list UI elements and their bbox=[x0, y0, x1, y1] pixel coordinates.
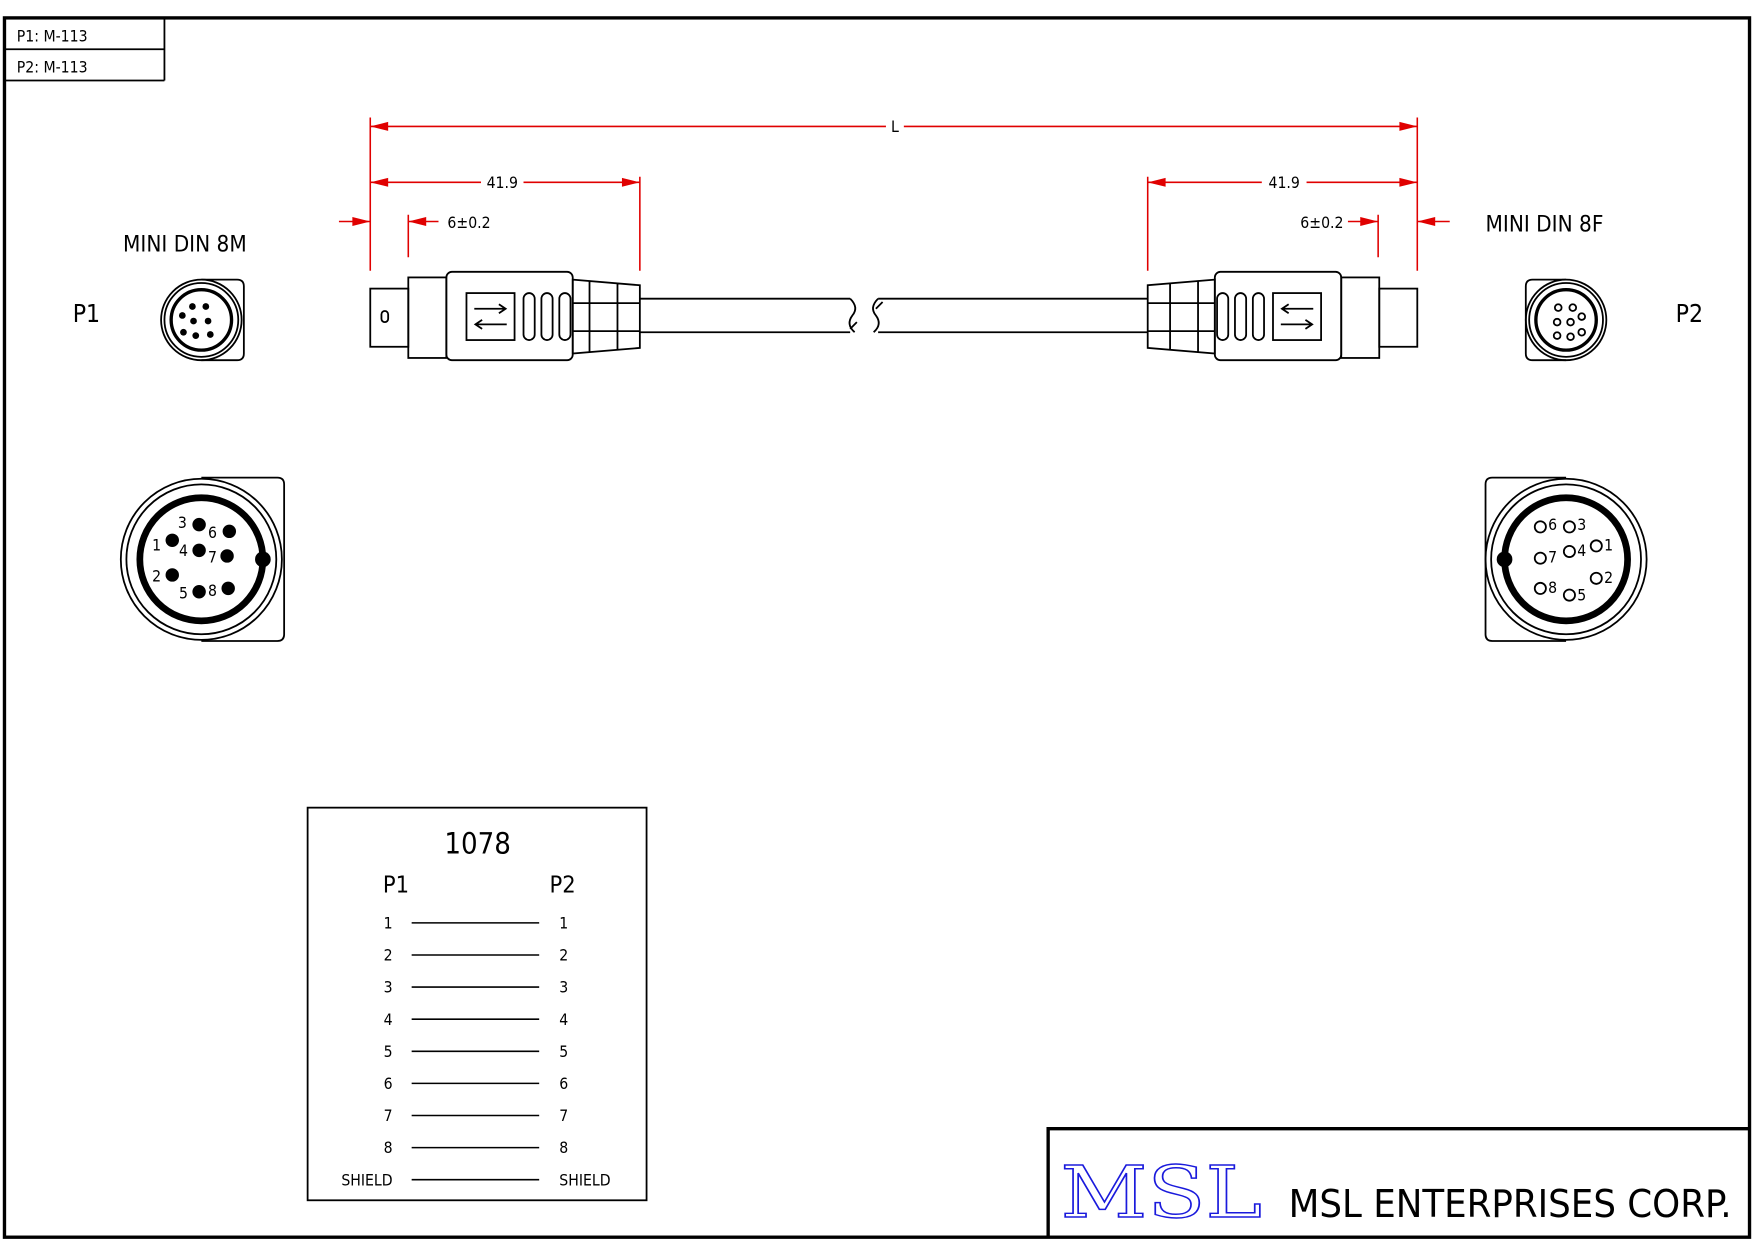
wiring-title: 1078 bbox=[444, 827, 511, 861]
p2-pin-label: 7 bbox=[1548, 548, 1557, 567]
p1-pin-label: 4 bbox=[179, 541, 188, 560]
wiring-p2-pin: 2 bbox=[559, 946, 568, 965]
p2-pin-label: 2 bbox=[1604, 568, 1613, 587]
p2-pin-label: 3 bbox=[1577, 515, 1586, 534]
wiring-p1-pin: SHIELD bbox=[341, 1170, 392, 1189]
wiring-p1-pin: 3 bbox=[384, 978, 393, 997]
p1-plug bbox=[369, 270, 641, 362]
p1-pin-label: 7 bbox=[208, 548, 217, 567]
wiring-p1-pin: 8 bbox=[384, 1138, 393, 1157]
p2-pin-label: 1 bbox=[1604, 535, 1613, 554]
p1-pin-label: 5 bbox=[179, 583, 188, 602]
wiring-row: SHIELD SHIELD bbox=[341, 1170, 610, 1189]
p2-label: P2 bbox=[1676, 299, 1703, 328]
part-p1: P1: M-113 bbox=[17, 26, 88, 45]
dimension-lines: L 41.9 41.9 6±0.2 6±0.2 bbox=[338, 117, 1450, 271]
p2-pin-label: 8 bbox=[1548, 578, 1557, 597]
left-tip-label: 6±0.2 bbox=[447, 213, 490, 232]
cable bbox=[639, 297, 1148, 334]
part-number-table: P1: M-113 P2: M-113 bbox=[5, 17, 166, 82]
drawing-border bbox=[2, 16, 1752, 1239]
wiring-p1-header: P1 bbox=[383, 871, 409, 899]
wiring-p2-pin: SHIELD bbox=[559, 1170, 610, 1189]
wiring-p2-pin: 4 bbox=[559, 1010, 568, 1029]
p1-small-face bbox=[160, 278, 245, 362]
company-name: MSL ENTERPRISES CORP. bbox=[1289, 1182, 1732, 1226]
p2-pin-label: 4 bbox=[1577, 541, 1586, 560]
wiring-p1-pin: 1 bbox=[384, 913, 393, 932]
right-length-label: 41.9 bbox=[1268, 173, 1299, 192]
p1-pin-label: 1 bbox=[152, 535, 161, 554]
p1-pin-label: 8 bbox=[208, 581, 217, 600]
wiring-p1-pin: 7 bbox=[384, 1106, 393, 1125]
right-tip-label: 6±0.2 bbox=[1300, 213, 1343, 232]
p2-pin-label: 5 bbox=[1577, 586, 1586, 605]
wiring-p2-pin: 5 bbox=[559, 1042, 568, 1061]
p2-face-view: 1 2 3 4 5 6 7 8 bbox=[1484, 476, 1648, 642]
p1-label: P1 bbox=[73, 299, 100, 328]
p1-face-view: 1 2 3 4 5 6 7 8 bbox=[119, 476, 286, 642]
wiring-p1-pin: 6 bbox=[384, 1074, 393, 1093]
wiring-p2-pin: 7 bbox=[559, 1106, 568, 1125]
wiring-p1-pin: 2 bbox=[384, 946, 393, 965]
p1-type-label: MINI DIN 8M bbox=[123, 232, 247, 258]
wiring-p2-pin: 3 bbox=[559, 978, 568, 997]
p2-type-label: MINI DIN 8F bbox=[1486, 212, 1604, 238]
p2-plug bbox=[1146, 270, 1419, 362]
p1-pin-label: 2 bbox=[152, 567, 161, 586]
overall-length-label: L bbox=[891, 117, 899, 136]
wiring-p1-pin: 4 bbox=[384, 1010, 393, 1029]
p2-small-face bbox=[1524, 278, 1608, 362]
wiring-p1-pin: 5 bbox=[384, 1042, 393, 1061]
left-length-label: 41.9 bbox=[487, 173, 518, 192]
p2-pin-label: 6 bbox=[1548, 515, 1557, 534]
p1-pin-label: 3 bbox=[178, 513, 187, 532]
wiring-p2-pin: 1 bbox=[559, 913, 568, 932]
wiring-p2-header: P2 bbox=[550, 871, 576, 899]
part-p2: P2: M-113 bbox=[17, 58, 88, 77]
wiring-p2-pin: 8 bbox=[559, 1138, 568, 1157]
p1-pin-label: 6 bbox=[208, 523, 217, 542]
wiring-p2-pin: 6 bbox=[559, 1074, 568, 1093]
title-block: MSL MSL ENTERPRISES CORP. bbox=[1046, 1127, 1750, 1238]
company-logo: MSL bbox=[1060, 1151, 1261, 1234]
